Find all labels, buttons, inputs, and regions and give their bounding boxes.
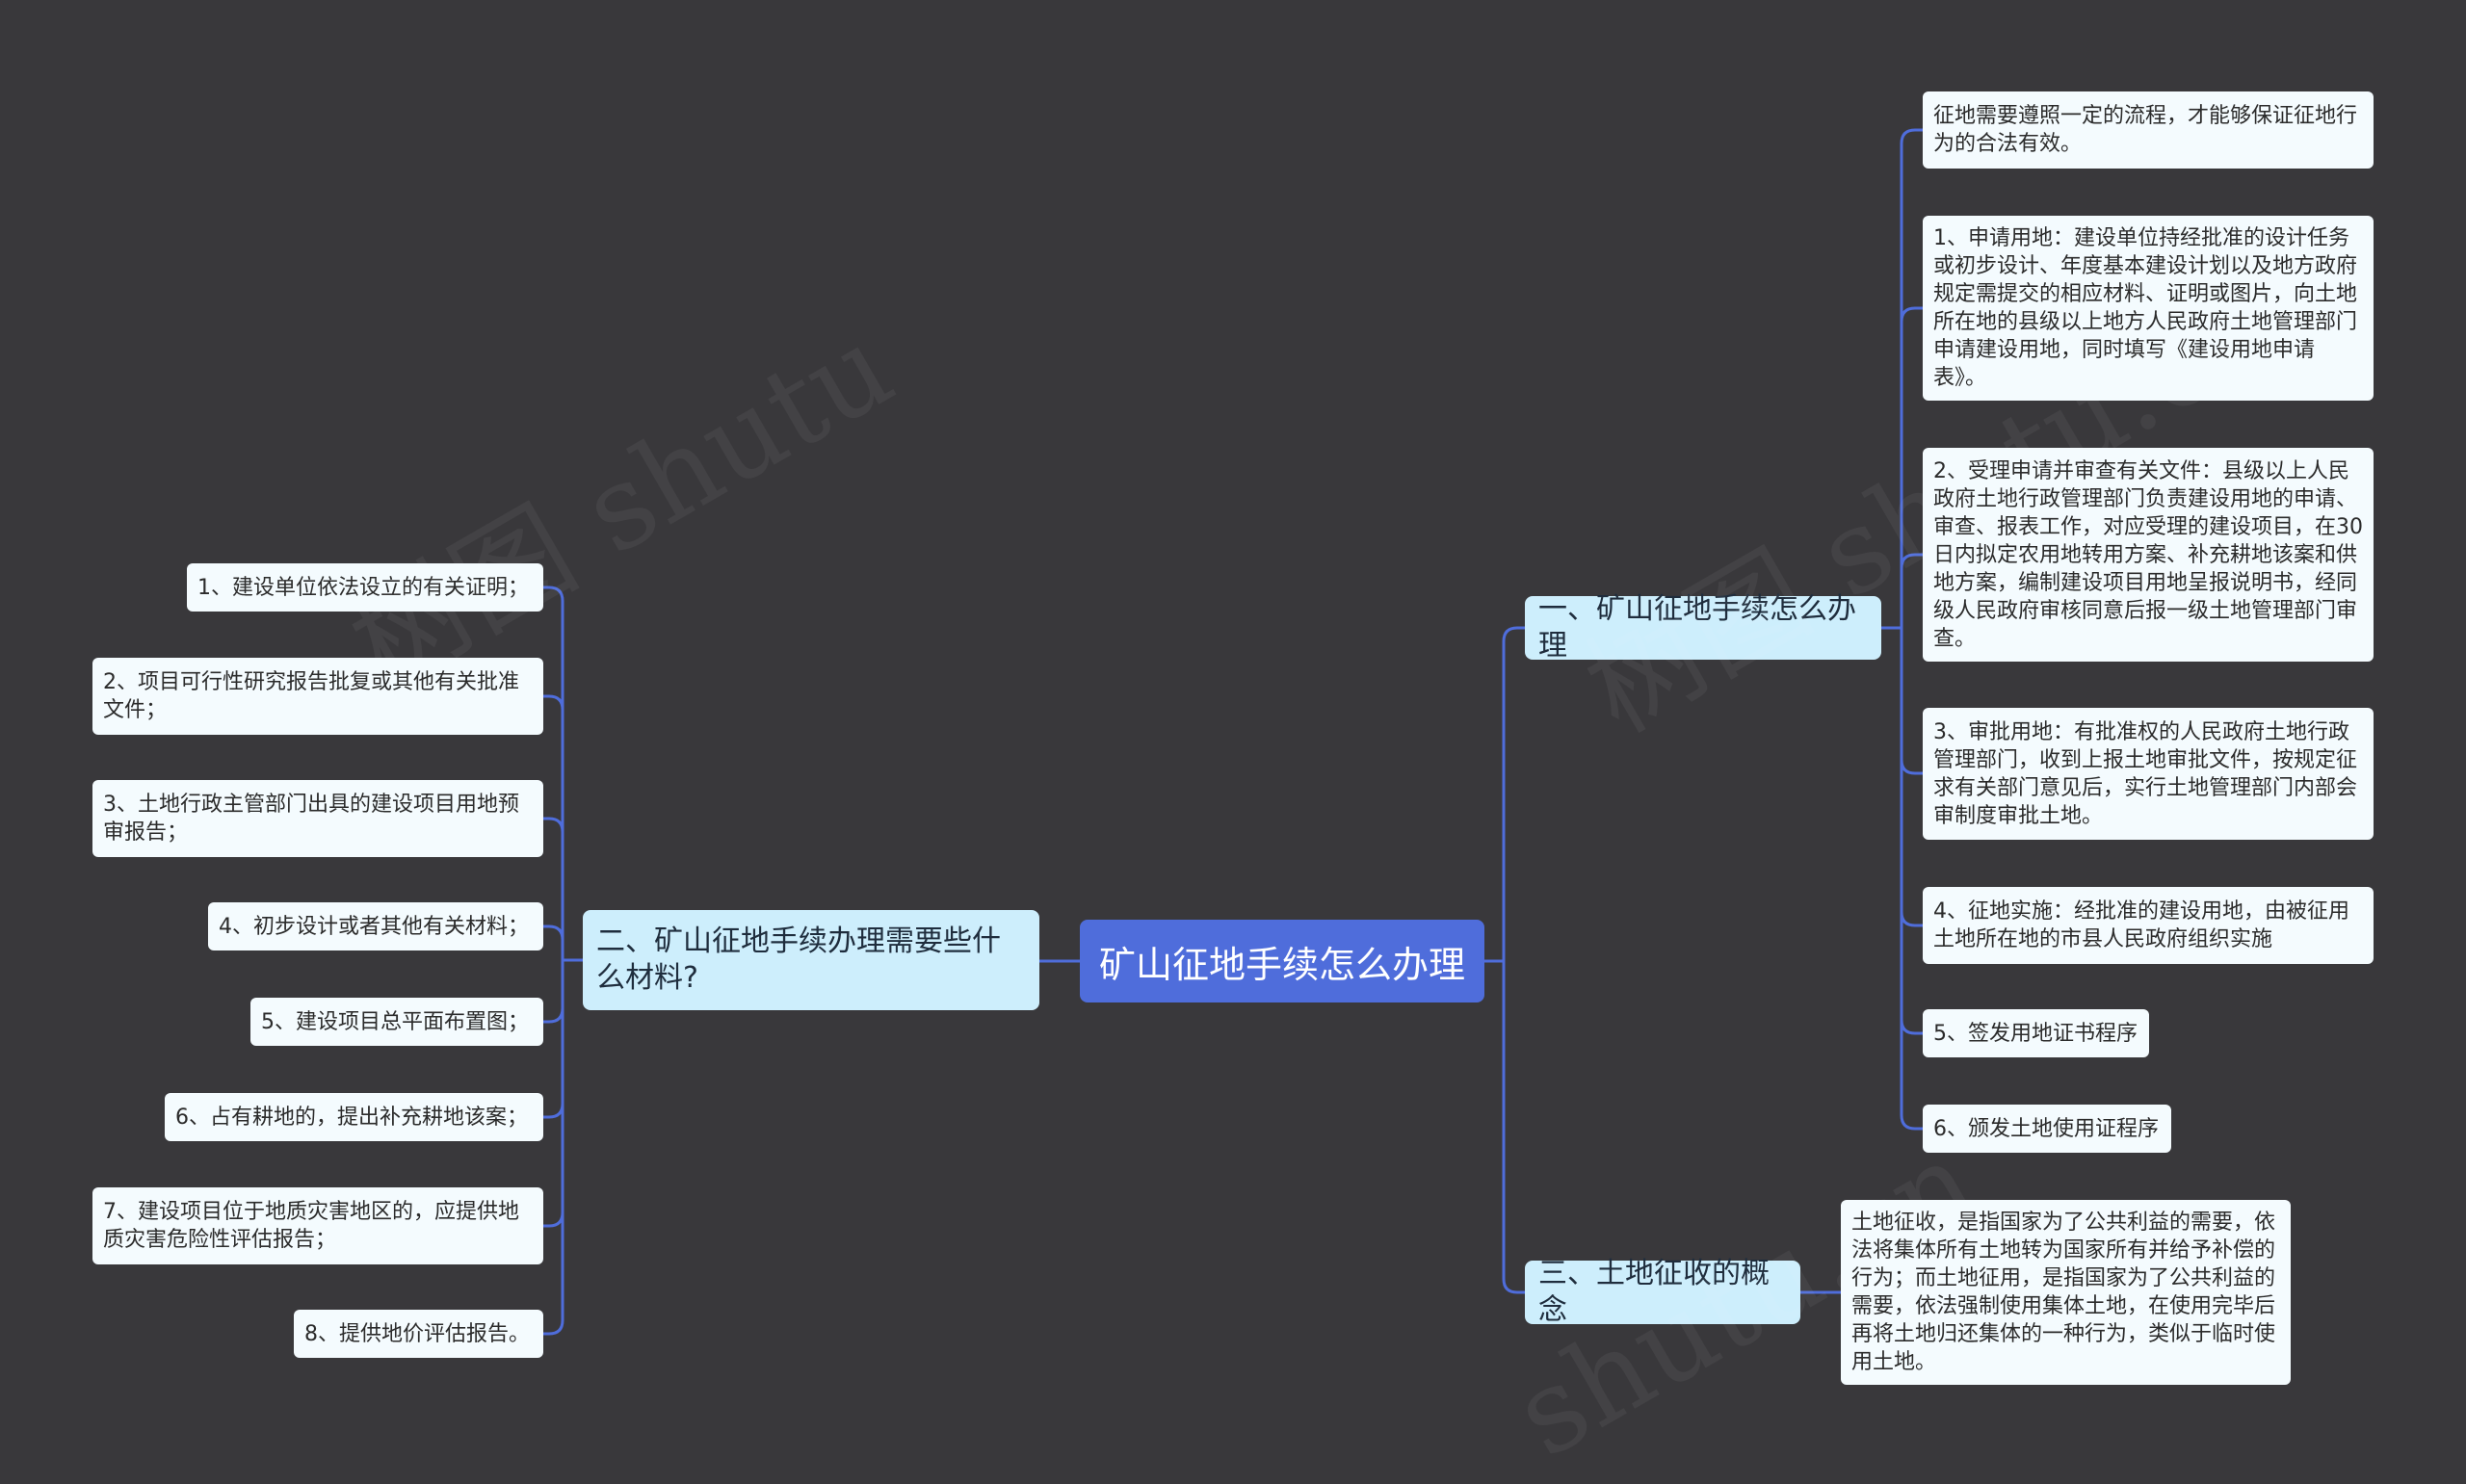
connector-materials-2	[543, 817, 583, 962]
materials-leaf-0-text: 1、建设单位依法设立的有关证明；	[197, 575, 529, 600]
materials-leaf-5[interactable]: 6、占有耕地的，提出补充耕地该案；	[165, 1093, 543, 1141]
connector-process-2	[1881, 553, 1923, 630]
branch-materials[interactable]: 二、矿山征地手续办理需要些什么材料?	[583, 910, 1039, 1010]
branch-process-label: 一、矿山征地手续怎么办理	[1538, 592, 1856, 663]
process-leaf-3[interactable]: 3、审批用地：有批准权的人民政府土地行政管理部门，收到上报土地审批文件，按规定征…	[1923, 708, 2374, 840]
process-leaf-2[interactable]: 2、受理申请并审查有关文件：县级以上人民政府土地行政管理部门负责建设用地的申请、…	[1923, 448, 2374, 662]
materials-leaf-0[interactable]: 1、建设单位依法设立的有关证明；	[187, 563, 543, 612]
process-leaf-3-text: 3、审批用地：有批准权的人民政府土地行政管理部门，收到上报土地审批文件，按规定征…	[1933, 719, 2358, 828]
materials-leaf-3[interactable]: 4、初步设计或者其他有关材料；	[208, 902, 543, 950]
branch-materials-label: 二、矿山征地手续办理需要些什么材料?	[596, 924, 1001, 995]
connector-process-0	[1881, 128, 1923, 630]
process-leaf-4[interactable]: 4、征地实施：经批准的建设用地，由被征用土地所在地的市县人民政府组织实施	[1923, 887, 2374, 964]
concept-leaf-0[interactable]: 土地征收，是指国家为了公共利益的需要，依法将集体所有土地转为国家所有并给予补偿的…	[1841, 1200, 2291, 1385]
process-leaf-5-text: 5、签发用地证书程序	[1933, 1021, 2138, 1046]
process-leaf-0-text: 征地需要遵照一定的流程，才能够保证征地行为的合法有效。	[1933, 104, 2358, 156]
connector-materials-1	[543, 694, 583, 962]
connector-materials-3	[543, 924, 583, 962]
process-leaf-0[interactable]: 征地需要遵照一定的流程，才能够保证征地行为的合法有效。	[1923, 91, 2374, 169]
connector-root-concept	[1484, 959, 1525, 1294]
materials-leaf-7-text: 8、提供地价评估报告。	[304, 1321, 530, 1346]
materials-leaf-2-text: 3、土地行政主管部门出具的建设项目用地预审报告；	[103, 793, 519, 845]
root-topic-label: 矿山征地手续怎么办理	[1098, 943, 1465, 986]
materials-leaf-1[interactable]: 2、项目可行性研究报告批复或其他有关批准文件；	[92, 658, 543, 735]
materials-leaf-4-text: 5、建设项目总平面布置图；	[261, 1009, 529, 1034]
materials-leaf-7[interactable]: 8、提供地价评估报告。	[294, 1310, 543, 1358]
branch-process[interactable]: 一、矿山征地手续怎么办理	[1525, 592, 1881, 663]
process-leaf-6-text: 6、颁发土地使用证程序	[1933, 1116, 2159, 1141]
materials-leaf-5-text: 6、占有耕地的，提出补充耕地该案；	[175, 1105, 528, 1130]
branch-concept-label: 三、土地征收的概念	[1538, 1257, 1770, 1327]
root-topic[interactable]: 矿山征地手续怎么办理	[1080, 920, 1484, 1002]
connector-process-6	[1881, 626, 1923, 1131]
materials-leaf-6-text: 7、建设项目位于地质灾害地区的，应提供地质灾害危险性评估报告；	[103, 1200, 519, 1252]
branch-concept[interactable]: 三、土地征收的概念	[1525, 1257, 1800, 1327]
materials-leaf-6[interactable]: 7、建设项目位于地质灾害地区的，应提供地质灾害危险性评估报告；	[92, 1187, 543, 1264]
process-leaf-2-text: 2、受理申请并审查有关文件：县级以上人民政府土地行政管理部门负责建设用地的申请、…	[1933, 458, 2363, 651]
process-leaf-5[interactable]: 5、签发用地证书程序	[1923, 1009, 2149, 1057]
materials-leaf-4[interactable]: 5、建设项目总平面布置图；	[250, 998, 543, 1046]
materials-leaf-3-text: 4、初步设计或者其他有关材料；	[219, 914, 529, 939]
connector-materials-7	[543, 958, 583, 1336]
concept-leaf-0-text: 土地征收，是指国家为了公共利益的需要，依法将集体所有土地转为国家所有并给予补偿的…	[1851, 1211, 2276, 1374]
process-leaf-6[interactable]: 6、颁发土地使用证程序	[1923, 1105, 2171, 1153]
materials-leaf-1-text: 2、项目可行性研究报告批复或其他有关批准文件；	[103, 670, 519, 722]
connector-materials-0	[543, 586, 583, 962]
materials-leaf-2[interactable]: 3、土地行政主管部门出具的建设项目用地预审报告；	[92, 780, 543, 857]
process-leaf-1[interactable]: 1、申请用地：建设单位持经批准的设计任务或初步设计、年度基本建设计划以及地方政府…	[1923, 216, 2374, 401]
process-leaf-4-text: 4、征地实施：经批准的建设用地，由被征用土地所在地的市县人民政府组织实施	[1933, 899, 2349, 951]
connector-process-1	[1881, 306, 1923, 630]
process-leaf-1-text: 1、申请用地：建设单位持经批准的设计任务或初步设计、年度基本建设计划以及地方政府…	[1933, 226, 2358, 390]
connector-root-process	[1484, 626, 1525, 963]
